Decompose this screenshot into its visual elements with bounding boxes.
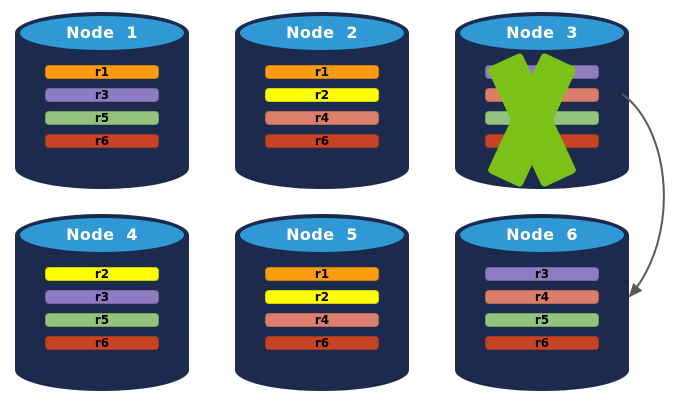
node-3: Node 3 r3 r4 r5 r6 xyxy=(452,10,632,191)
node-label: Node 2 xyxy=(286,23,358,42)
node-5: Node 5 r1 r2 r4 r6 xyxy=(232,212,412,393)
node-label: Node 1 xyxy=(66,23,138,42)
replica-bar: r5 xyxy=(45,313,159,327)
replica-label: r5 xyxy=(94,111,110,125)
replica-label: r4 xyxy=(314,111,330,125)
node-label: Node 5 xyxy=(286,225,358,244)
replica-bar: r6 xyxy=(265,134,379,148)
node-4: Node 4 r2 r3 r5 r6 xyxy=(12,212,192,393)
replica-label: r4 xyxy=(534,290,550,304)
replica-list: r2 r3 r5 r6 xyxy=(45,267,159,350)
replica-bar: r4 xyxy=(265,313,379,327)
replica-bar: r3 xyxy=(45,290,159,304)
replica-label: r1 xyxy=(314,65,330,79)
replica-label: r2 xyxy=(94,267,110,281)
replica-label: r6 xyxy=(534,336,550,350)
node-label: Node 6 xyxy=(506,225,578,244)
replica-label: r6 xyxy=(314,134,330,148)
replica-label: r6 xyxy=(94,336,110,350)
replica-label: r3 xyxy=(534,267,550,281)
replica-bar: r1 xyxy=(265,65,379,79)
replica-label: r1 xyxy=(314,267,330,281)
replica-bar: r3 xyxy=(45,88,159,102)
replica-label: r6 xyxy=(94,134,110,148)
node-1: Node 1 r1 r3 r5 r6 xyxy=(12,10,192,191)
replica-label: r3 xyxy=(94,290,110,304)
replica-bar: r6 xyxy=(485,336,599,350)
node-label: Node 4 xyxy=(66,225,138,244)
replica-list: r1 r2 r4 r6 xyxy=(265,267,379,350)
replica-bar: r1 xyxy=(265,267,379,281)
replica-bar: r6 xyxy=(45,134,159,148)
replica-bar: r4 xyxy=(265,111,379,125)
replica-bar: r4 xyxy=(485,290,599,304)
replica-list: r1 r3 r5 r6 xyxy=(45,65,159,148)
replica-label: r2 xyxy=(314,290,330,304)
replica-bar: r6 xyxy=(265,336,379,350)
replica-bar: r3 xyxy=(485,267,599,281)
replica-list: r1 r2 r4 r6 xyxy=(265,65,379,148)
replica-bar: r1 xyxy=(45,65,159,79)
replica-bar: r6 xyxy=(45,336,159,350)
node-label: Node 3 xyxy=(506,23,578,42)
replica-label: r1 xyxy=(94,65,110,79)
replica-label: r4 xyxy=(314,313,330,327)
replica-bar: r5 xyxy=(45,111,159,125)
replica-list: r3 r4 r5 r6 xyxy=(485,267,599,350)
replica-bar: r2 xyxy=(265,88,379,102)
replica-label: r6 xyxy=(314,336,330,350)
replica-label: r2 xyxy=(314,88,330,102)
node-6: Node 6 r3 r4 r5 r6 xyxy=(452,212,632,393)
failure-x-icon xyxy=(488,53,576,187)
replica-bar: r2 xyxy=(45,267,159,281)
replica-label: r3 xyxy=(94,88,110,102)
replica-bar: r5 xyxy=(485,313,599,327)
replica-label: r5 xyxy=(94,313,110,327)
replica-label: r5 xyxy=(534,313,550,327)
replica-bar: r2 xyxy=(265,290,379,304)
node-2: Node 2 r1 r2 r4 r6 xyxy=(232,10,412,191)
